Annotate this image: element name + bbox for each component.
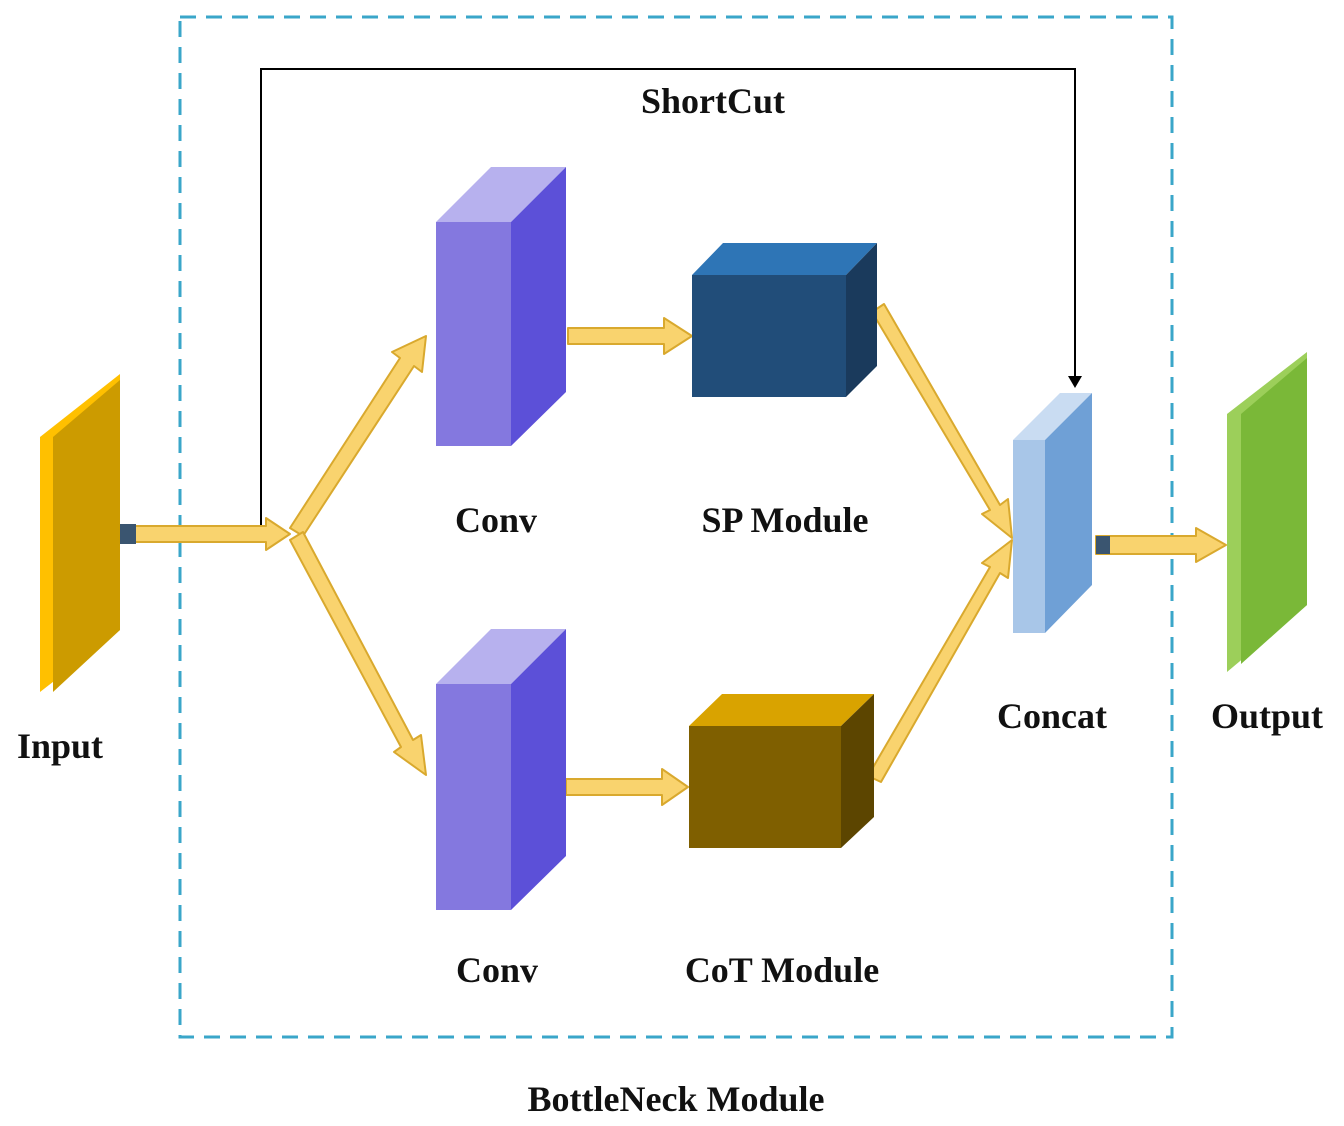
arrow-conv-cot (565, 768, 689, 806)
output-block (1227, 352, 1307, 672)
arrow-split-conv-top (289, 335, 427, 537)
arrow-split-conv-bottom (289, 531, 427, 776)
bottleneck-module-label: BottleNeck Module (528, 1079, 825, 1119)
arrows (121, 303, 1227, 806)
shortcut-label: ShortCut (641, 81, 785, 121)
conv-top-block (436, 167, 566, 446)
arrow-cot-concat (867, 539, 1013, 783)
concat-block (1013, 393, 1092, 633)
arrow-sp-concat (871, 303, 1013, 539)
sp-module-label: SP Module (701, 500, 868, 540)
conv-top-label: Conv (455, 500, 537, 540)
input-port (120, 524, 136, 544)
conv-bottom-block (436, 629, 566, 910)
sp-module-block (692, 243, 877, 397)
input-label: Input (17, 726, 103, 766)
shortcut-line (260, 68, 1076, 527)
concat-port (1096, 536, 1110, 554)
arrow-input-split (121, 517, 291, 551)
arrow-concat-output (1095, 527, 1227, 563)
cot-module-label: CoT Module (685, 950, 879, 990)
shortcut-arrowhead (1068, 376, 1082, 388)
arrow-conv-sp (567, 317, 693, 355)
cot-module-block (689, 694, 874, 848)
input-block (40, 374, 120, 692)
concat-label: Concat (997, 696, 1107, 736)
output-label: Output (1211, 696, 1323, 736)
conv-bottom-label: Conv (456, 950, 538, 990)
